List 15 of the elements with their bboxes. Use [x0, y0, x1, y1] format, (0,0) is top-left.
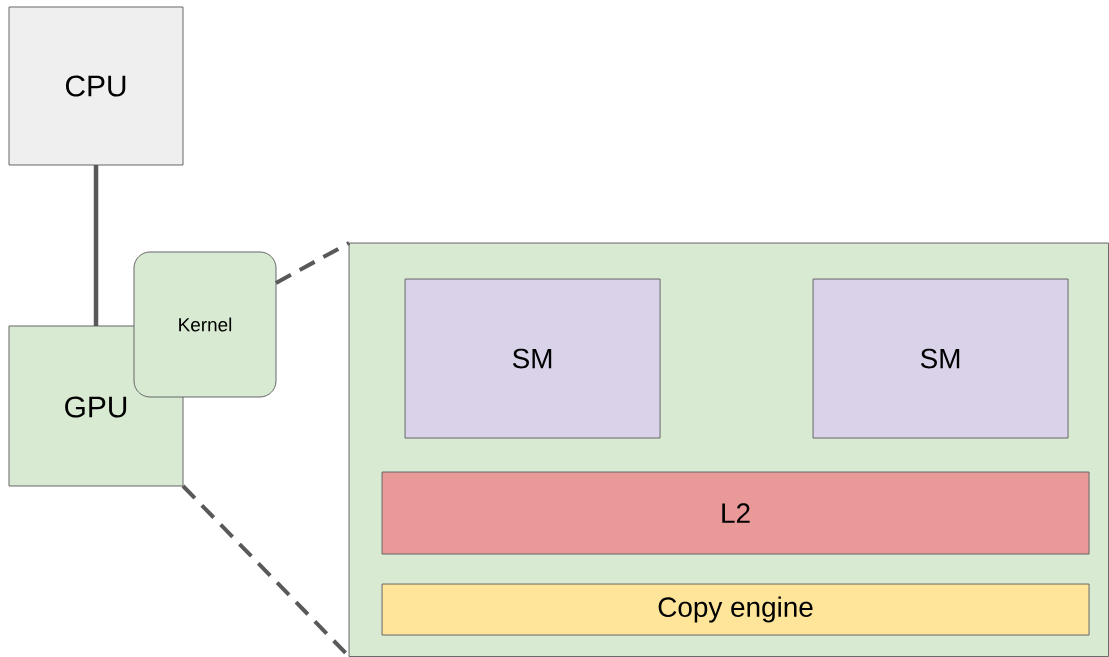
sm-box	[812, 278, 1069, 439]
kernel-box	[133, 251, 277, 398]
sm-box	[404, 278, 661, 439]
connector-line	[93, 165, 99, 326]
l2-box	[381, 471, 1090, 555]
gpu-label: GPU	[65, 396, 127, 418]
kernel-label: Kernel	[179, 317, 232, 332]
sm-label: SM	[920, 348, 960, 369]
zoom-line	[275, 241, 350, 285]
copy-engine-label: Copy engine	[658, 596, 813, 623]
copy-engine-box	[381, 583, 1090, 636]
cpu-label: CPU	[65, 75, 126, 97]
cpu-box	[8, 6, 184, 166]
sm-label: SM	[512, 348, 552, 369]
l2-label: L2	[722, 503, 750, 523]
